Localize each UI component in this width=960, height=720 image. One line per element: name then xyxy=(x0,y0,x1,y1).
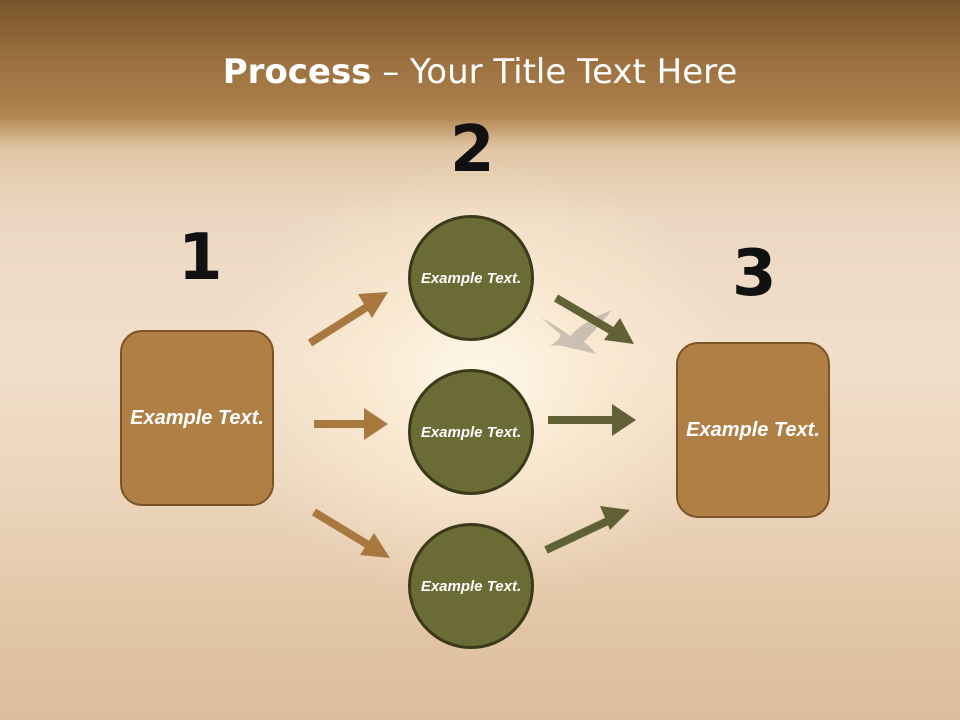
process-circle-top-label: Example Text. xyxy=(420,269,522,287)
process-box-right-label: Example Text. xyxy=(686,418,820,441)
step-number-3: 3 xyxy=(732,237,777,311)
process-circle-bottom-label: Example Text. xyxy=(420,577,522,595)
arrow-left-up xyxy=(307,292,388,347)
step-number-2: 2 xyxy=(450,113,495,187)
arrow-right-up xyxy=(544,506,630,554)
process-circle-top: Example Text. xyxy=(408,215,534,341)
arrow-left-down xyxy=(311,508,390,558)
process-box-left-label: Example Text. xyxy=(130,406,264,429)
process-circle-bottom: Example Text. xyxy=(408,523,534,649)
arrow-right-middle xyxy=(548,404,636,436)
title-rest: – Your Title Text Here xyxy=(371,52,738,92)
title-bold: Process xyxy=(222,52,372,92)
slide-title: Process – Your Title Text Here xyxy=(0,52,960,92)
process-circle-middle-label: Example Text. xyxy=(420,423,522,441)
process-circle-middle: Example Text. xyxy=(408,369,534,495)
process-box-left: Example Text. xyxy=(120,330,274,506)
process-box-right: Example Text. xyxy=(676,342,830,518)
arrow-left-middle xyxy=(314,408,388,440)
arrow-right-down xyxy=(553,294,634,344)
title-band xyxy=(0,0,960,140)
step-number-1: 1 xyxy=(178,221,223,295)
